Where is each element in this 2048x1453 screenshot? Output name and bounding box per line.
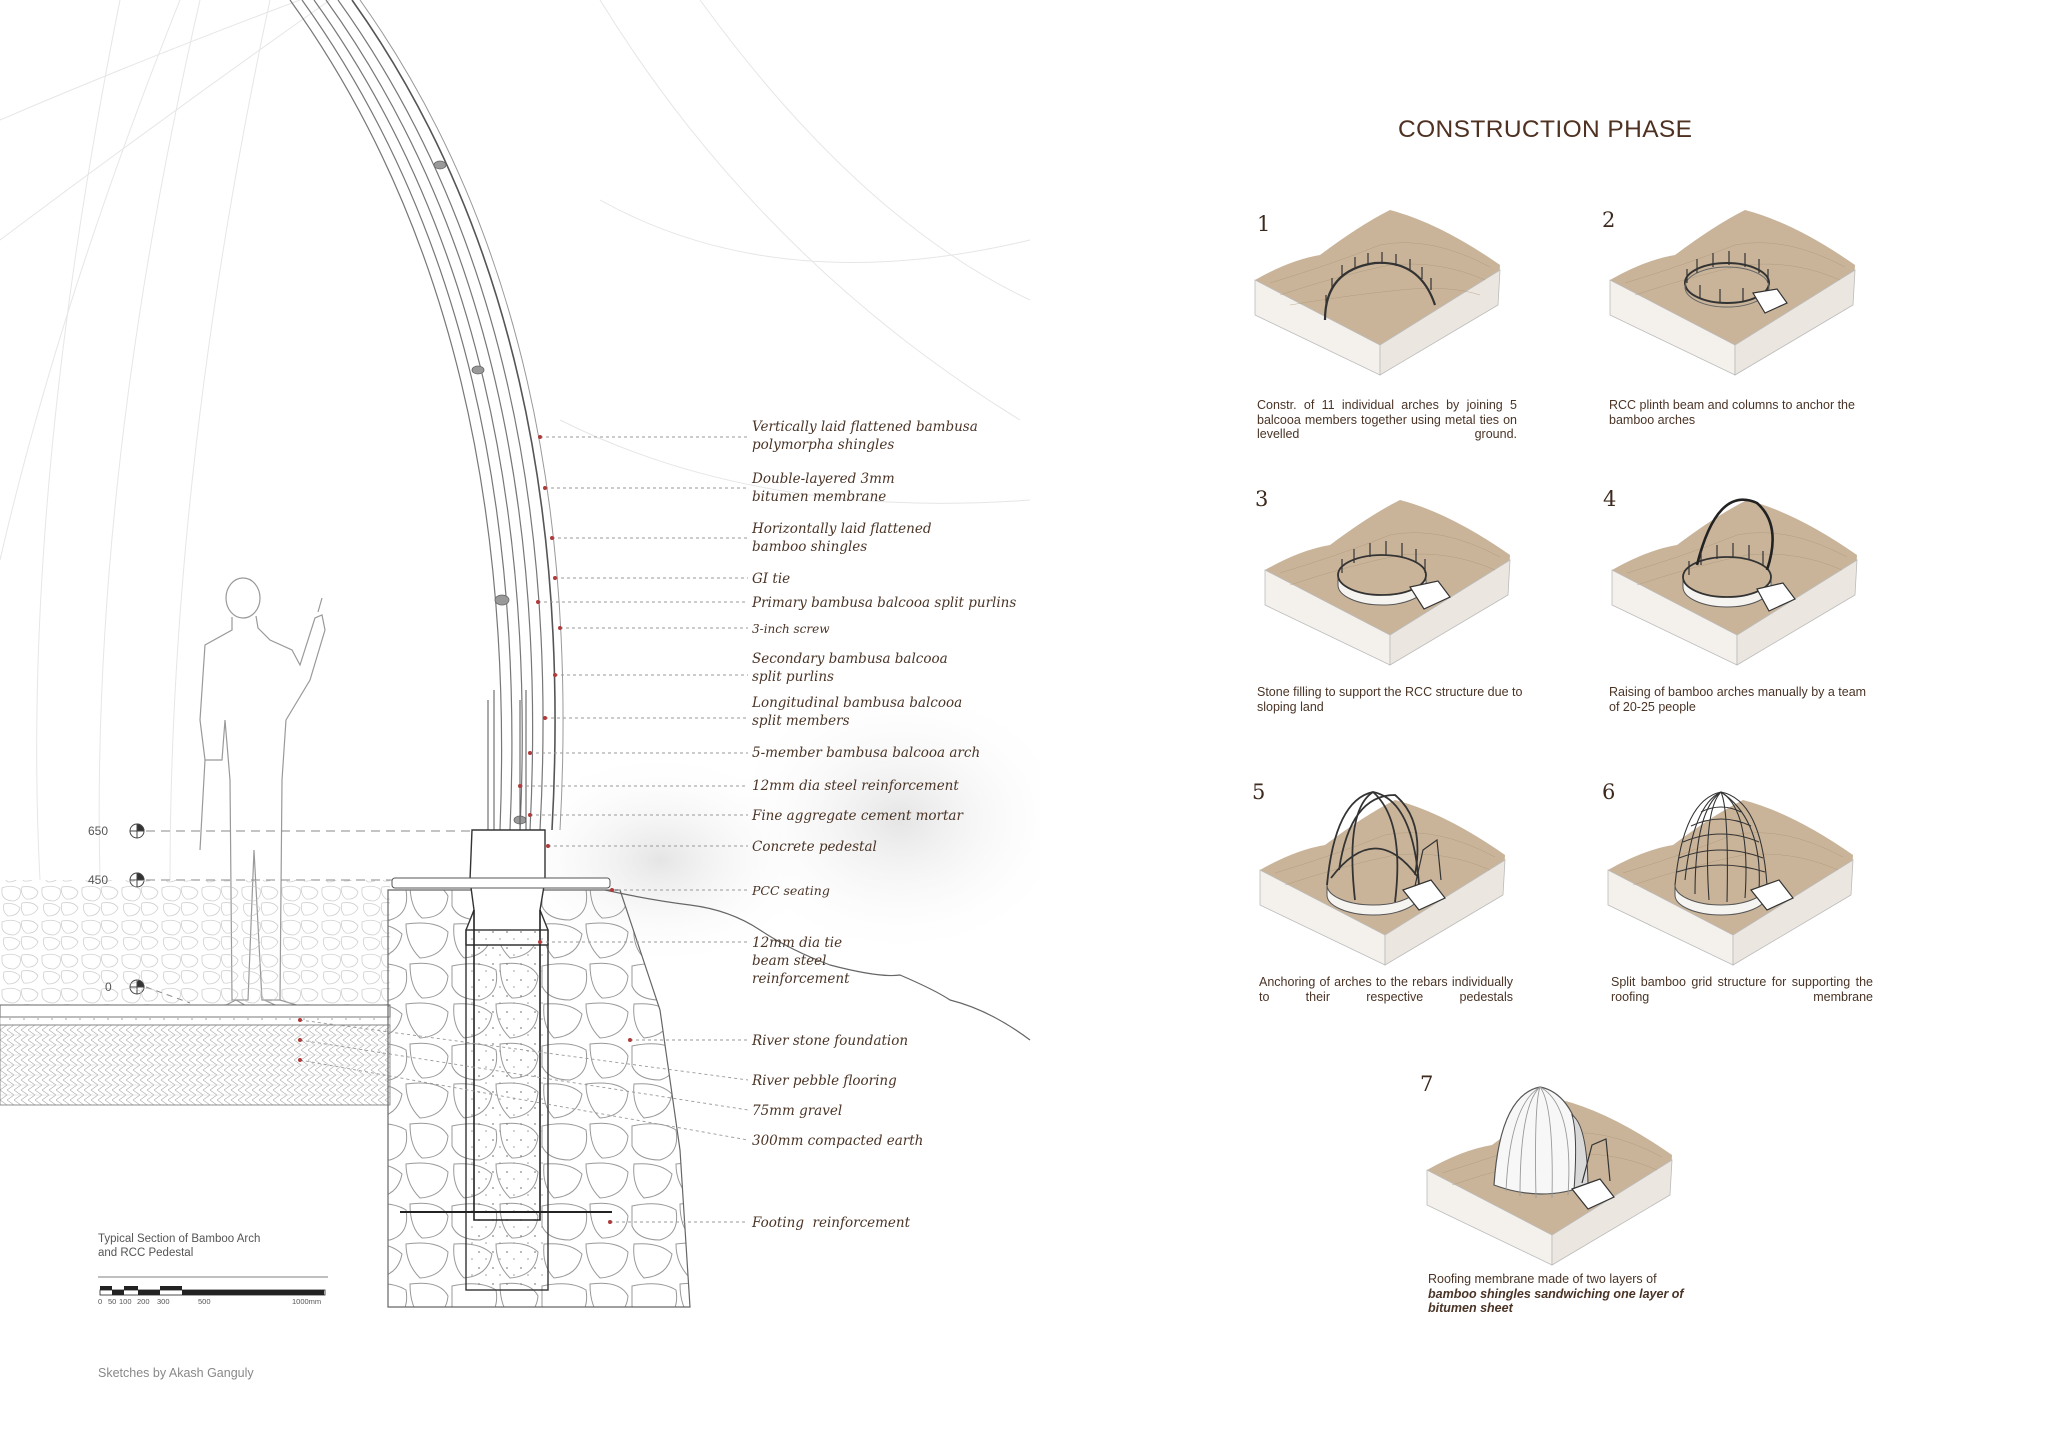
annotation-river-stone: River stone foundation <box>752 1033 909 1049</box>
annotation-bitumen: Double-layered 3mm bitumen membrane <box>752 471 895 505</box>
annotation-tie-beam: 12mm dia tie beam steel reinforcement <box>752 935 850 987</box>
step-number: 5 <box>1252 780 1266 804</box>
step-number: 2 <box>1602 208 1616 232</box>
step-3-illustration <box>1264 500 1511 666</box>
step-7-caption-bold: bamboo shingles sandwiching one layer of… <box>1428 1286 1684 1316</box>
caption-line-1: Typical Section of Bamboo Arch <box>98 1233 261 1245</box>
scale-label: 300 <box>157 1297 170 1306</box>
step-3-caption: Stone filling to support the RCC structu… <box>1257 685 1523 714</box>
elevation-0: 0 <box>105 980 112 994</box>
scale-label: 50 <box>108 1297 117 1306</box>
annotation-pcc-seating: PCC seating <box>752 883 830 898</box>
step-7-caption: Roofing membrane made of two layers of b… <box>1428 1272 1698 1316</box>
annotation-steel-reinforcement: 12mm dia steel reinforcement <box>752 778 959 794</box>
step-5-illustration <box>1259 791 1506 966</box>
annotation-horizontal-shingles: Horizontally laid flattened bamboo shing… <box>752 521 932 555</box>
annotation-longitudinal-members: Longitudinal bambusa balcooa split membe… <box>752 695 963 729</box>
annotation-gi-tie: GI tie <box>752 571 791 587</box>
step-1-caption: Constr. of 11 individual arches by joini… <box>1257 398 1517 441</box>
step-7-caption-plain: Roofing membrane made of two layers of <box>1428 1272 1657 1286</box>
scale-label: 100 <box>119 1297 132 1306</box>
step-6-caption: Split bamboo grid structure for supporti… <box>1611 975 1873 1004</box>
step-1-illustration <box>1254 210 1501 376</box>
annotation-concrete-pedestal: Concrete pedestal <box>752 839 877 855</box>
construction-phase-title: CONSTRUCTION PHASE <box>1398 116 1693 143</box>
annotation-pebble-flooring: River pebble flooring <box>752 1073 897 1089</box>
step-5-caption: Anchoring of arches to the rebars indivi… <box>1259 975 1513 1004</box>
step-4-caption: Raising of bamboo arches manually by a t… <box>1609 685 1867 714</box>
step-number: 3 <box>1255 487 1269 511</box>
step-number: 7 <box>1420 1072 1434 1096</box>
scale-label: 200 <box>137 1297 150 1306</box>
annotation-arch: 5-member bambusa balcooa arch <box>752 745 981 761</box>
caption-line-2: and RCC Pedestal <box>98 1247 194 1259</box>
step-7-illustration <box>1426 1086 1673 1266</box>
step-4-illustration <box>1611 498 1858 666</box>
bamboo-arch-section-drawing <box>0 0 1040 1308</box>
scale-label: 500 <box>198 1297 211 1306</box>
scale-label: 0 <box>98 1297 103 1306</box>
annotation-screw: 3-inch screw <box>752 622 830 636</box>
credit: Sketches by Akash Ganguly <box>98 1366 254 1380</box>
annotation-primary-purlins: Primary bambusa balcooa split purlins <box>752 595 1017 611</box>
elevation-650: 650 <box>88 824 109 838</box>
section-caption: Typical Section of Bamboo Arch and RCC P… <box>98 1232 338 1260</box>
annotation-shingles: Vertically laid flattened bambusa polymo… <box>752 419 978 453</box>
scale-label: 1000mm <box>292 1297 322 1306</box>
elevation-450: 450 <box>88 873 109 887</box>
annotation-compacted-earth: 300mm compacted earth <box>752 1133 924 1149</box>
step-number: 1 <box>1257 212 1271 236</box>
annotation-footing: Footing reinforcement <box>752 1215 911 1231</box>
step-2-caption: RCC plinth beam and columns to anchor th… <box>1609 398 1855 427</box>
annotation-secondary-purlins: Secondary bambusa balcooa split purlins <box>752 651 948 685</box>
step-6-illustration <box>1607 791 1854 966</box>
step-2-illustration <box>1609 210 1856 376</box>
step-number: 6 <box>1602 780 1616 804</box>
step-number: 4 <box>1603 487 1617 511</box>
annotation-gravel: 75mm gravel <box>752 1103 843 1119</box>
annotation-cement-mortar: Fine aggregate cement mortar <box>752 808 963 824</box>
